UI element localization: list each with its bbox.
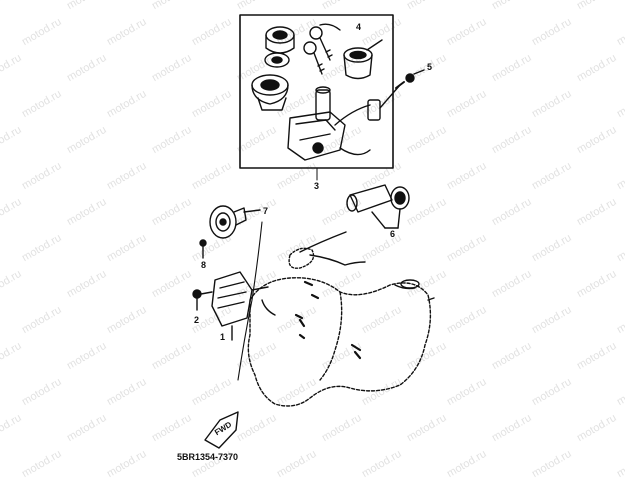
flasher-relay-icon bbox=[346, 184, 410, 229]
horn-icon bbox=[209, 205, 261, 239]
ignition-switch-assembly-frame bbox=[239, 14, 394, 169]
motorcycle-fairing-outline bbox=[247, 247, 435, 407]
callout-3: 3 bbox=[314, 181, 320, 191]
seat-lock-cap-icon bbox=[343, 39, 383, 80]
callout-2: 2 bbox=[194, 315, 200, 325]
switch-cover-icon bbox=[251, 74, 289, 111]
exploded-view-drawing bbox=[192, 14, 435, 449]
forward-direction-arrow-icon bbox=[204, 411, 239, 449]
main-switch-body-icon bbox=[287, 84, 401, 161]
key-icon bbox=[303, 23, 341, 75]
callout-4: 4 bbox=[356, 22, 362, 32]
callout-8: 8 bbox=[201, 260, 207, 270]
bolt-icon bbox=[199, 239, 207, 259]
callout-5: 5 bbox=[427, 62, 433, 72]
callout-7: 7 bbox=[263, 206, 269, 216]
callout-1: 1 bbox=[220, 332, 226, 342]
rectifier-regulator-icon bbox=[211, 271, 269, 341]
regulator-screw-icon bbox=[192, 289, 213, 311]
part-code: 5BR1354-7370 bbox=[177, 452, 239, 462]
screw-icon bbox=[395, 69, 425, 89]
callout-6: 6 bbox=[390, 229, 396, 239]
lock-cylinder-icon bbox=[264, 26, 295, 68]
